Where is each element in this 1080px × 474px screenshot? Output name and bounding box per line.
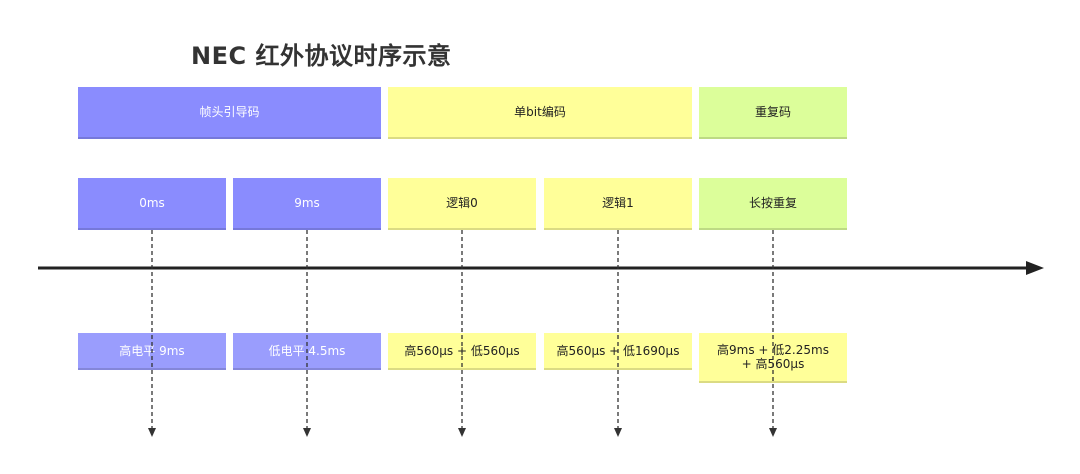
section-bit-encoding: 单bit编码 [388, 87, 692, 139]
time-axis-arrowhead [1026, 261, 1044, 275]
marker-0ms-arrow [148, 428, 156, 437]
marker-repeat-arrow [769, 428, 777, 437]
event-label-logic0: 逻辑0 [388, 178, 536, 230]
diagram-title: NEC 红外协议时序示意 [191, 42, 452, 70]
marker-9ms-arrow [303, 428, 311, 437]
marker-logic1-arrow [614, 428, 622, 437]
event-label-0ms: 0ms [78, 178, 226, 230]
marker-logic0-arrow [458, 428, 466, 437]
section-leader-code: 帧头引导码 [78, 87, 381, 139]
section-repeat-code: 重复码 [699, 87, 847, 139]
event-label-long-press-repeat: 长按重复 [699, 178, 847, 230]
event-label-logic1: 逻辑1 [544, 178, 692, 230]
event-label-9ms: 9ms [233, 178, 381, 230]
